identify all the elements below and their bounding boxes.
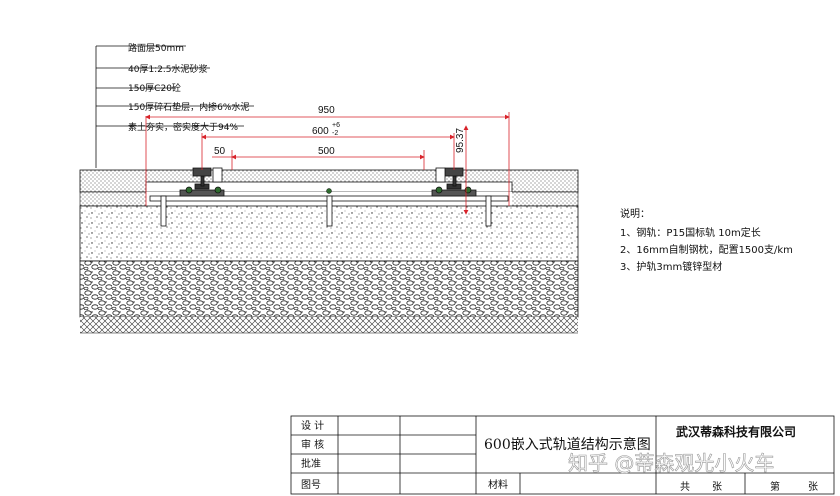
note-2: 2、16mm自制钢枕，配置1500支/km [620, 243, 793, 256]
layer-label-concrete: 150厚C20砼 [128, 82, 181, 94]
tb-total: 共 [680, 481, 690, 493]
layer-label-subgrade: 素土夯实，密实度大于94% [128, 121, 238, 133]
dim-50: 50 [214, 146, 226, 157]
tb-page: 第 [770, 480, 780, 493]
note-1: 1、钢轨：P15国标轨 10m定长 [620, 226, 761, 239]
dimension-lines [145, 112, 510, 215]
gravel-layer [79, 260, 579, 318]
tb-approve: 批准 [301, 457, 321, 470]
tb-material: 材料 [488, 478, 508, 491]
cross-section [79, 167, 579, 334]
tb-sheet: 张 [808, 481, 818, 493]
tb-sheets: 张 [712, 481, 722, 493]
left-rail [179, 167, 225, 197]
dim-950: 950 [318, 105, 335, 116]
subgrade-layer [80, 317, 578, 333]
watermark: 知乎 @蒂森观光小火车 [568, 451, 774, 475]
tb-review: 审 核 [301, 438, 324, 451]
anchor-bolts [160, 195, 492, 227]
dim-500: 500 [318, 146, 335, 157]
layer-label-gravel: 150厚碎石垫层，内掺6%水泥 [128, 101, 249, 113]
dim-95-37: 95.37 [455, 128, 466, 153]
tb-drawing-no: 图号 [301, 479, 321, 491]
tb-design: 设 计 [301, 419, 324, 432]
note-3: 3、护轨3mm镀锌型材 [620, 260, 722, 273]
layer-label-mortar: 40厚1:2.5水泥砂浆 [128, 63, 208, 75]
tb-company: 武汉蒂森科技有限公司 [676, 424, 796, 439]
notes-title: 说明： [620, 207, 650, 220]
dim-600: 600 [312, 126, 329, 137]
dim-600-tol-lower: -2 [332, 130, 338, 137]
layer-label-surface: 路面层50mm [128, 42, 184, 54]
title-block [290, 415, 835, 495]
dim-600-tol-upper: +6 [332, 122, 340, 129]
tb-drawing-title: 600嵌入式轨道结构示意图 [484, 436, 651, 453]
